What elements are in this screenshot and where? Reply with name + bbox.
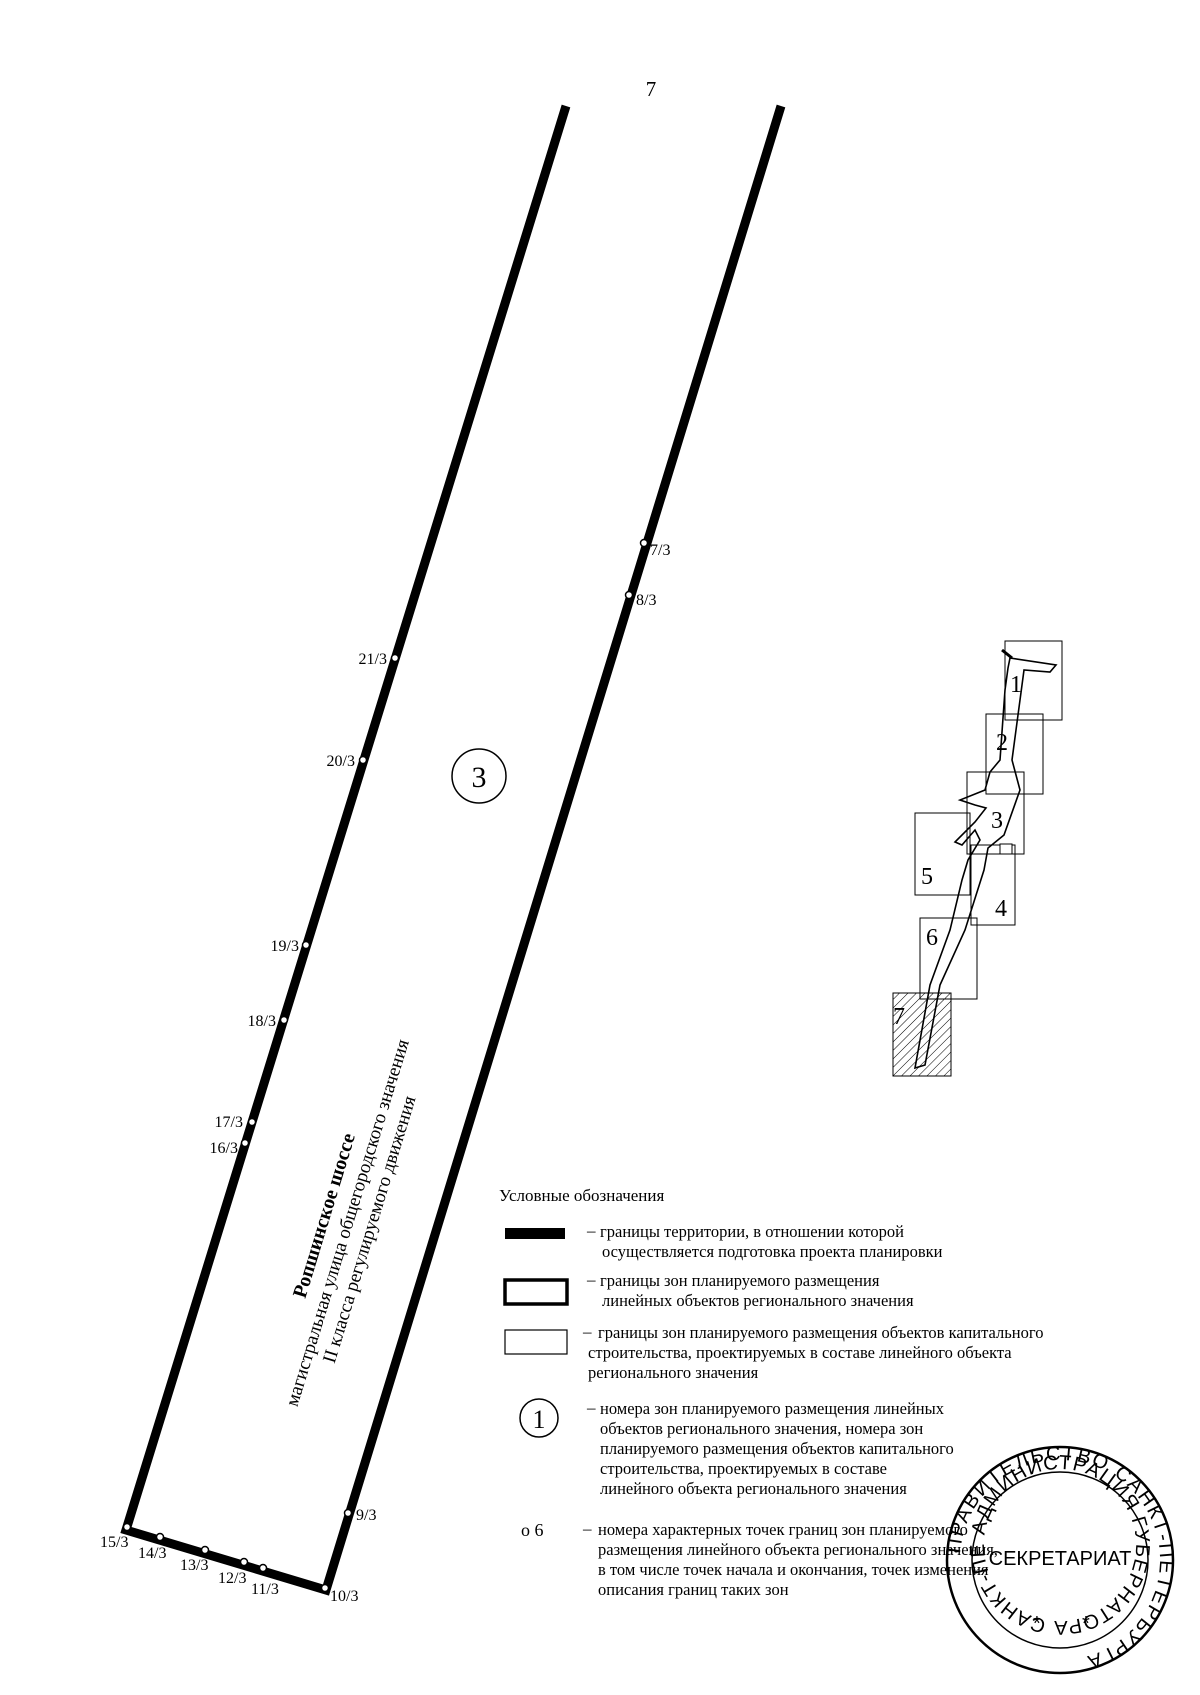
legend-item-2: границы зон планируемого размещения лине… <box>600 1271 914 1311</box>
point-label-15: 15/3 <box>100 1534 128 1551</box>
point-label-16: 16/3 <box>210 1140 238 1157</box>
index-label-4: 4 <box>995 896 1007 922</box>
point-label-8: 8/3 <box>636 592 656 609</box>
legend-title: Условные обозначения <box>499 1186 665 1205</box>
point-label-21: 21/3 <box>359 651 387 668</box>
point-label-18: 18/3 <box>248 1013 276 1030</box>
legend-symbol-territory-boundary <box>505 1228 565 1239</box>
legend-item-3: границы зон планируемого размещения объе… <box>588 1323 1043 1383</box>
legend-item-5-line-1: номера характерных точек границ зон план… <box>598 1520 968 1539</box>
point-marker-11 <box>258 1563 268 1573</box>
zone-3-label: 3 <box>451 748 507 804</box>
legend-item-1-line-1: границы территории, в отношении которой <box>600 1222 904 1241</box>
svg-text:*: * <box>1033 1613 1041 1635</box>
legend-item-5-line-2: размещения линейного объекта регионально… <box>598 1540 998 1559</box>
index-label-7: 7 <box>893 1004 905 1030</box>
legend-symbol-capital-zone <box>504 1329 568 1355</box>
index-zone-2 <box>985 713 1044 795</box>
legend-item-3-line-2: строительства, проектируемых в составе л… <box>588 1343 1012 1362</box>
point-label-19: 19/3 <box>271 938 299 955</box>
road-label: Ропшинское шоссе магистральная улица общ… <box>282 1037 421 1409</box>
legend-item-5-line-4: описания границ таких зон <box>598 1580 789 1599</box>
point-label-11: 11/3 <box>251 1581 279 1598</box>
point-marker-13 <box>200 1545 210 1555</box>
legend-symbol-zone-number: 1 <box>519 1398 559 1438</box>
point-marker-9 <box>343 1508 353 1518</box>
point-label-17: 17/3 <box>215 1114 243 1131</box>
legend-item-2-line-2: линейных объектов регионального значения <box>602 1291 914 1310</box>
point-label-7: 7/3 <box>650 542 670 559</box>
legend-item-4-line-5: линейного объекта регионального значения <box>600 1479 907 1498</box>
point-label-14: 14/3 <box>138 1545 166 1562</box>
legend-dash-3: – <box>583 1322 592 1341</box>
legend-dash-4: – <box>587 1398 596 1417</box>
zone-3-boundary <box>120 104 786 1596</box>
legend-item-3-line-1: границы зон планируемого размещения объе… <box>598 1323 1044 1342</box>
point-marker-20 <box>358 755 368 765</box>
svg-text:3: 3 <box>472 761 487 794</box>
legend-symbol-linear-zone <box>503 1278 569 1306</box>
point-marker-7 <box>639 538 649 548</box>
point-label-13: 13/3 <box>180 1557 208 1574</box>
point-marker-21 <box>390 653 400 663</box>
index-zone-6 <box>919 917 978 1000</box>
legend-item-4-line-1: номера зон планируемого размещения линей… <box>600 1399 944 1418</box>
svg-text:*: * <box>1082 1613 1090 1635</box>
characteristic-points <box>122 538 649 1593</box>
legend-item-1-line-2: осуществляется подготовка проекта планир… <box>602 1242 943 1261</box>
legend-dash-5: – <box>583 1519 592 1538</box>
legend-symbol-point-number: о 6 <box>521 1520 544 1540</box>
point-marker-8 <box>624 590 634 600</box>
legend-item-4-line-3: планируемого размещения объектов капитал… <box>600 1439 954 1458</box>
legend-dash-1: – <box>587 1221 596 1240</box>
index-label-1: 1 <box>1010 672 1022 698</box>
index-zone-5 <box>914 812 971 896</box>
secretariat-stamp: ПРАВИТЕЛЬСТВО САНКТ-ПЕТЕРБУРГА АДМИНИСТР… <box>0 0 1175 1675</box>
legend-item-5: номера характерных точек границ зон план… <box>598 1520 998 1600</box>
index-label-6: 6 <box>926 925 938 951</box>
point-marker-19 <box>301 940 311 950</box>
legend-item-2-line-1: границы зон планируемого размещения <box>600 1271 880 1290</box>
legend-item-1: границы территории, в отношении которой … <box>600 1222 943 1262</box>
legend-item-4-line-2: объектов регионального значения, номера … <box>600 1419 924 1438</box>
point-marker-14 <box>155 1532 165 1542</box>
legend-dash-2: – <box>587 1270 596 1289</box>
point-label-10: 10/3 <box>330 1588 358 1605</box>
point-marker-10 <box>320 1583 330 1593</box>
legend-item-4: номера зон планируемого размещения линей… <box>600 1399 954 1499</box>
legend-item-3-line-3: регионального значения <box>588 1363 759 1382</box>
page-number: 7 <box>646 77 657 101</box>
index-zone-7 <box>892 992 952 1077</box>
point-marker-18 <box>279 1015 289 1025</box>
point-marker-15 <box>122 1522 132 1532</box>
point-label-20: 20/3 <box>327 753 355 770</box>
index-label-3: 3 <box>991 808 1003 834</box>
index-zone-1 <box>1004 640 1063 721</box>
legend-item-4-line-4: строительства, проектируемых в составе <box>600 1459 888 1478</box>
point-marker-16 <box>240 1138 250 1148</box>
index-label-5: 5 <box>921 864 933 890</box>
point-label-9: 9/3 <box>356 1507 376 1524</box>
legend-item-5-line-3: в том числе точек начала и окончания, то… <box>598 1560 989 1579</box>
index-zone-4 <box>970 844 1016 926</box>
point-label-12: 12/3 <box>218 1570 246 1587</box>
index-map <box>892 640 1063 1077</box>
point-marker-17 <box>247 1117 257 1127</box>
index-label-2: 2 <box>996 730 1008 756</box>
stamp-center-text: СЕКРЕТАРИАТ <box>989 1548 1132 1570</box>
point-marker-12 <box>239 1557 249 1567</box>
svg-text:1: 1 <box>533 1405 546 1434</box>
